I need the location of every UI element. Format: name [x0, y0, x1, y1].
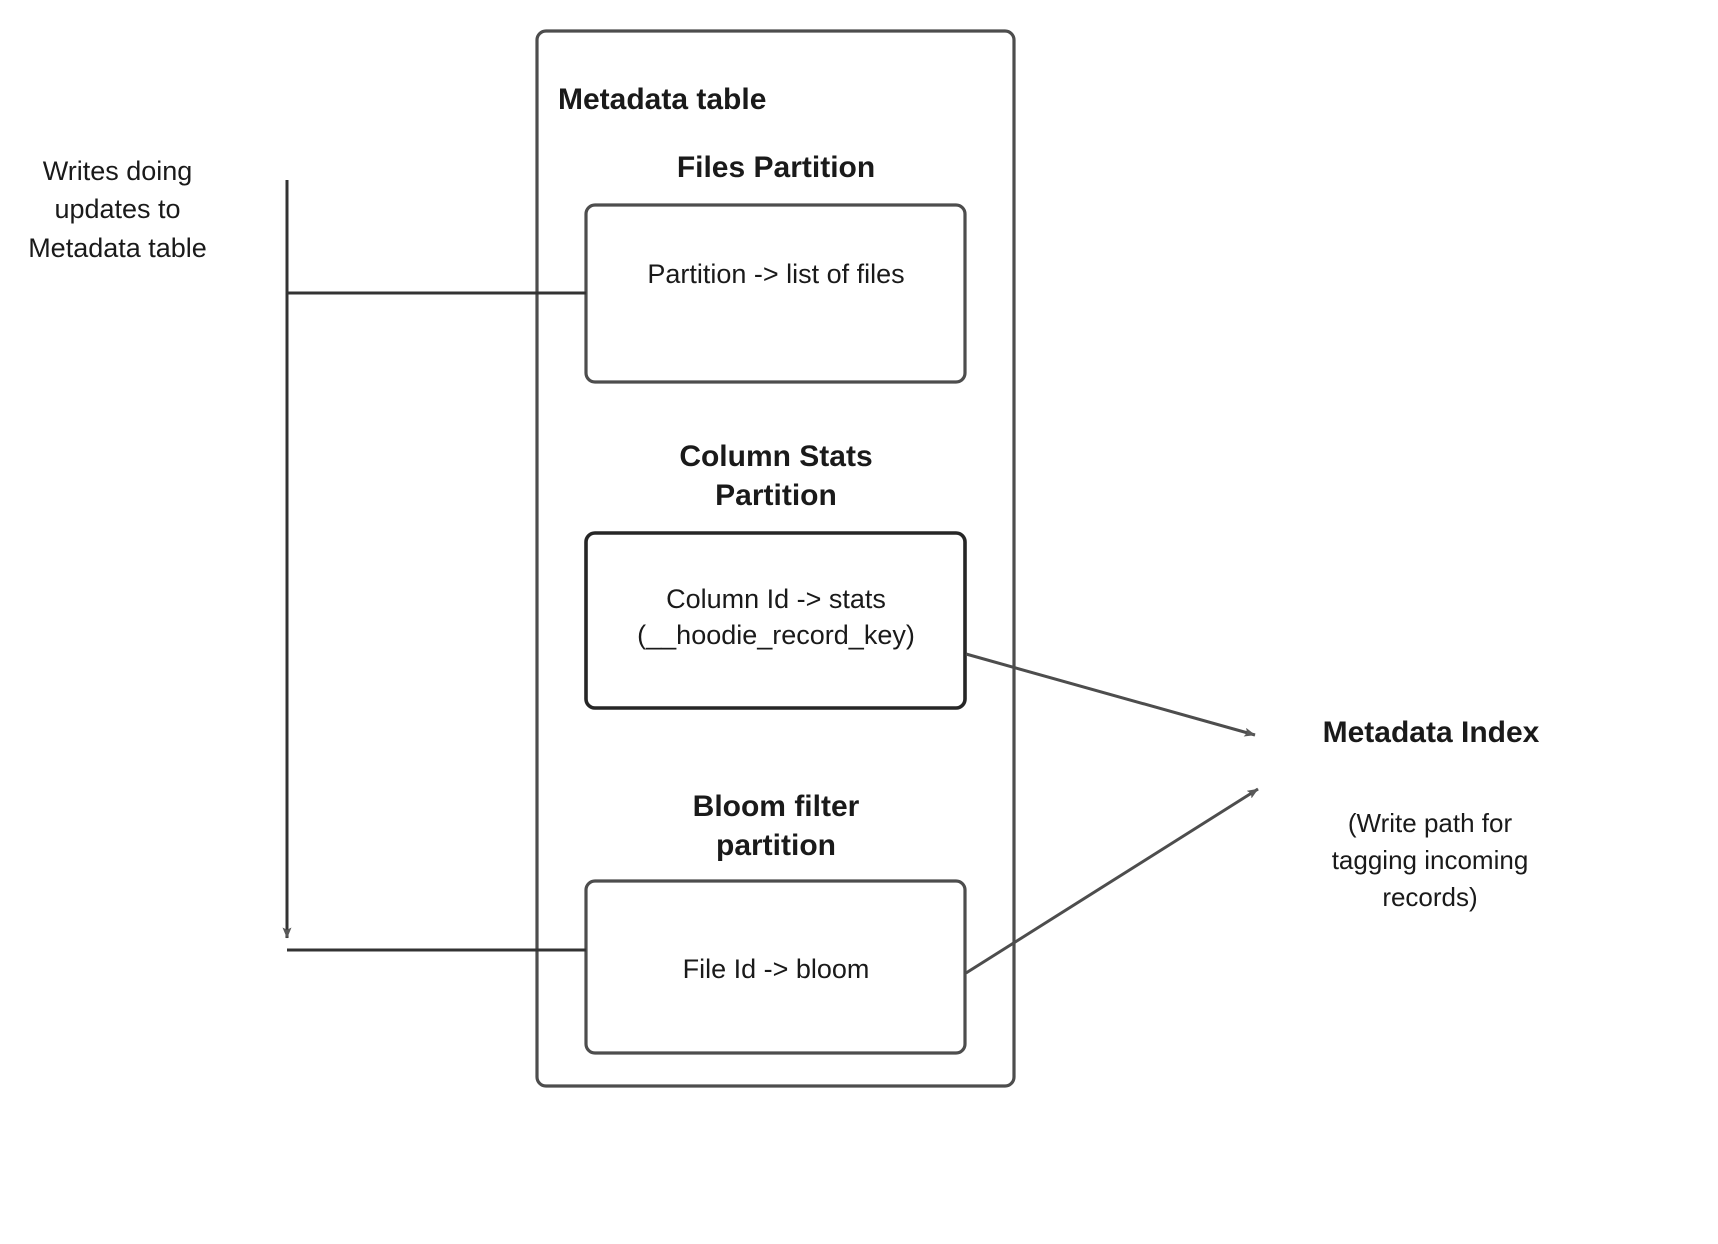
- metadata-table-title: Metadata table: [558, 83, 767, 116]
- metadata-index-caption: (Write path for tagging incoming records…: [1331, 808, 1529, 912]
- files-partition-box-label: Partition -> list of files: [647, 259, 905, 289]
- metadata-table-container: [535, 29, 1016, 1088]
- bloom-filter-to-metadata-index-arrow: [965, 787, 1259, 975]
- bloom-filter-partition-box-label: File Id -> bloom: [682, 954, 870, 984]
- files-partition-title: Files Partition: [676, 151, 876, 184]
- column-stats-partition-title: Column Stats Partition: [679, 440, 873, 512]
- files-partition-box: [584, 203, 967, 384]
- bloom-filter-partition-title: Bloom filter partition: [692, 790, 860, 862]
- writes-doing-updates-note: Writes doing updates to Metadata table: [28, 156, 207, 263]
- metadata-index-title: Metadata Index: [1322, 716, 1540, 749]
- column-stats-partition-box-label: Column Id -> stats (__hoodie_record_key): [637, 584, 915, 650]
- column-stats-to-metadata-index-arrow: [965, 652, 1256, 737]
